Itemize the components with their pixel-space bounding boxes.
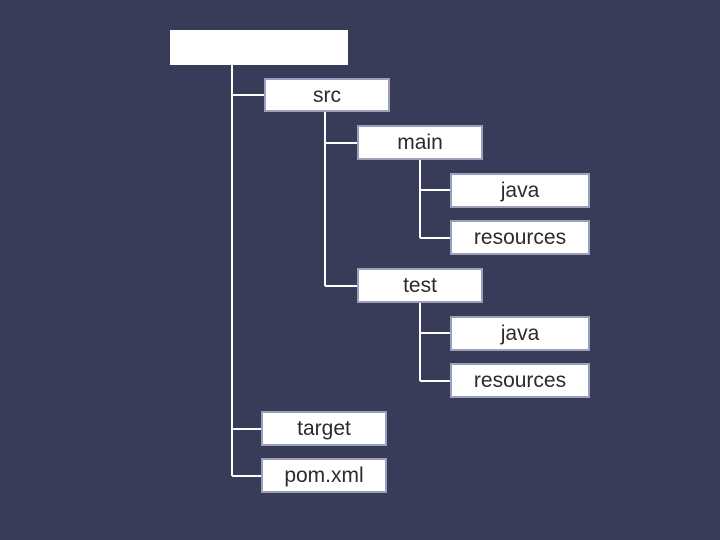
pom-file-label: pom.xml <box>284 464 364 487</box>
test-folder-label: test <box>403 274 437 297</box>
test-folder-node: test <box>357 268 483 303</box>
src-folder-label: src <box>313 83 341 107</box>
src-folder-node: src <box>264 78 390 112</box>
test-resources-folder-node: resources <box>450 363 590 398</box>
main-resources-folder-node: resources <box>450 220 590 255</box>
main-java-folder-label: java <box>500 179 540 202</box>
test-resources-folder-label: resources <box>473 369 567 392</box>
main-folder-label: main <box>397 131 443 154</box>
main-java-folder-node: java <box>450 173 590 208</box>
test-java-folder-node: java <box>450 316 590 351</box>
test-java-folder-label: java <box>500 322 540 345</box>
main-folder-node: main <box>357 125 483 160</box>
root-node <box>170 30 348 65</box>
pom-file-node: pom.xml <box>261 458 387 493</box>
target-folder-node: target <box>261 411 387 446</box>
main-resources-folder-label: resources <box>473 226 567 249</box>
target-folder-label: target <box>297 417 351 440</box>
